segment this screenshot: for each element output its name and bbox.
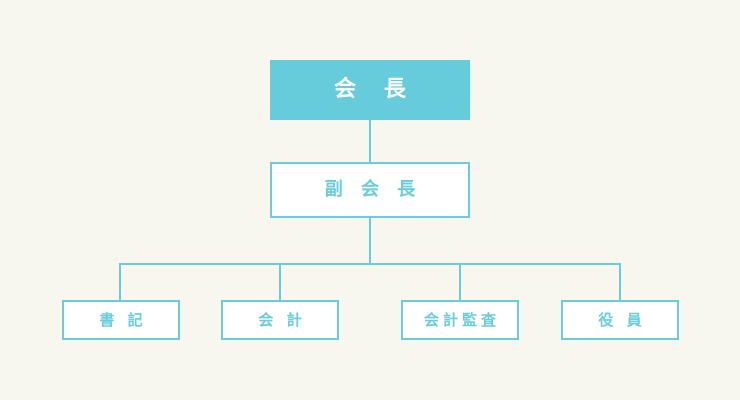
node-president[interactable]: 会 長: [270, 60, 470, 120]
connector-drop-4: [619, 263, 621, 300]
connector-vice-president-to-bus: [369, 218, 371, 263]
connector-drop-3: [459, 263, 461, 300]
connector-drop-1: [119, 263, 121, 300]
node-leaf-audit-label: 会計監査: [423, 310, 500, 329]
node-leaf-officer[interactable]: 役 員: [561, 300, 679, 340]
node-leaf-accounting-label: 会 計: [258, 310, 306, 329]
connector-horizontal-bus: [119, 263, 621, 265]
node-leaf-accounting[interactable]: 会 計: [221, 300, 339, 340]
node-leaf-secretary[interactable]: 書 記: [62, 300, 180, 340]
connector-drop-2: [279, 263, 281, 300]
node-vice-president[interactable]: 副 会 長: [270, 162, 470, 218]
node-leaf-audit[interactable]: 会計監査: [401, 300, 519, 340]
connector-president-to-vice-president: [369, 120, 371, 162]
node-leaf-officer-label: 役 員: [598, 310, 646, 329]
node-leaf-secretary-label: 書 記: [99, 310, 147, 329]
node-president-label: 会 長: [334, 77, 416, 102]
node-vice-president-label: 副 会 長: [324, 179, 422, 200]
